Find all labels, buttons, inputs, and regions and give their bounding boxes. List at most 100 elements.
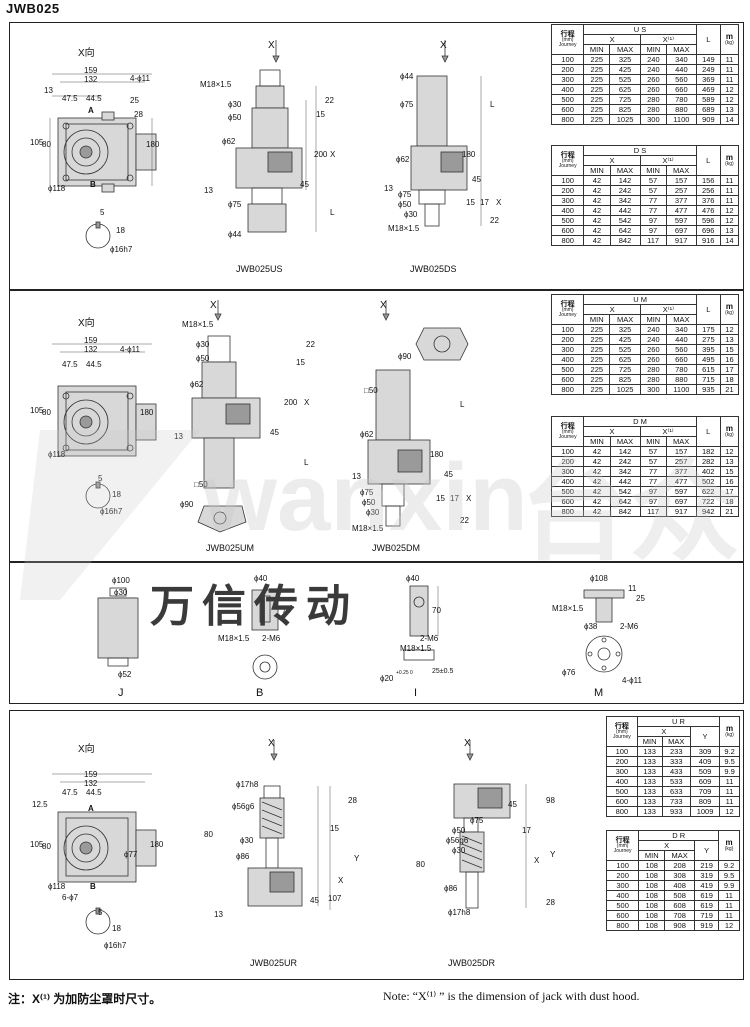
table-cell: 240 <box>639 64 667 75</box>
dim-phi118-r: ϕ118 <box>48 882 66 891</box>
dim-m18-i: M18×1.5 <box>400 644 432 653</box>
table-cell: 340 <box>665 324 697 335</box>
dim-phi50-us: ϕ50 <box>228 113 242 122</box>
dim-phi118-m: ϕ118 <box>48 450 66 459</box>
table-cell: 97 <box>639 486 667 497</box>
table-cell: 175 <box>695 324 721 335</box>
dim-11-m: 11 <box>628 584 637 593</box>
table-cell: 500 <box>606 786 638 797</box>
table-cell: 257 <box>665 456 697 467</box>
table-cell: 395 <box>695 344 721 355</box>
dim-18: 18 <box>116 226 125 235</box>
table-cell: 615 <box>695 364 721 375</box>
table-cell: 280 <box>639 104 667 115</box>
table-cell: 11 <box>719 54 740 65</box>
caption-m: M <box>594 687 604 699</box>
header-stroke: 行程(mm)Journey <box>550 145 585 176</box>
header-l: L <box>695 145 721 176</box>
table-cell: 825 <box>609 104 641 115</box>
table-cell: 133 <box>636 796 663 807</box>
header-model: D M <box>583 416 697 427</box>
table-cell: 225 <box>583 364 611 375</box>
table-cell: 12 <box>719 84 740 95</box>
table-cell: 800 <box>605 920 640 931</box>
table-cell: 419 <box>694 880 720 891</box>
label-b-r: B <box>90 882 96 891</box>
dim-80-r: 80 <box>42 842 51 851</box>
table-cell: 715 <box>695 374 721 385</box>
label-a-r: A <box>88 804 94 813</box>
dim-x-um: X <box>304 398 310 407</box>
table-cell: 722 <box>695 496 721 507</box>
table-cell: 42 <box>583 506 611 517</box>
table-cell: 108 <box>638 860 666 871</box>
dim-132-m: 132 <box>84 345 98 354</box>
table-cell: 800 <box>606 806 638 817</box>
table-cell: 442 <box>609 205 641 216</box>
table-cell: 11 <box>718 890 740 901</box>
table-cell: 660 <box>665 354 697 365</box>
header-minmax: MAX <box>665 44 697 55</box>
table-cell: 942 <box>695 506 721 517</box>
table-cell: 97 <box>639 215 667 226</box>
table-cell: 11 <box>718 900 740 911</box>
table-cell: 476 <box>695 205 721 216</box>
table-cell: 325 <box>609 54 641 65</box>
table-cell: 477 <box>665 476 697 487</box>
table-cell: 200 <box>550 185 585 196</box>
table-cell: 589 <box>695 94 721 105</box>
table-cell: 97 <box>639 225 667 236</box>
dim-l-ds: L <box>490 100 495 109</box>
table-cell: 1025 <box>609 384 641 395</box>
dim-phi30-j: ϕ30 <box>114 588 128 597</box>
table-cell: 108 <box>638 920 666 931</box>
dim-45-dm: 45 <box>444 470 453 479</box>
dim-44-5-m: 44.5 <box>86 360 102 369</box>
table-cell: 16 <box>719 476 740 487</box>
table-cell: 117 <box>639 506 667 517</box>
header-l: L <box>695 24 721 55</box>
header-x1: X⁽¹⁾ <box>639 304 697 315</box>
dim-2m6-i: 2-M6 <box>420 634 439 643</box>
dim-m18-ds: M18×1.5 <box>388 224 420 233</box>
table-cell: 249 <box>695 64 721 75</box>
table-cell: 21 <box>719 506 740 517</box>
table-cell: 309 <box>689 746 721 757</box>
dim-200-us: 200 <box>314 150 328 159</box>
table-cell: 622 <box>695 486 721 497</box>
header-model: D R <box>638 830 720 841</box>
dim-phi108-m: ϕ108 <box>590 574 608 583</box>
dim-phi30-ds: ϕ30 <box>404 210 418 219</box>
header-x: X <box>583 426 641 437</box>
header-mass: m(kg) <box>718 830 740 861</box>
table-cell: 280 <box>639 374 667 385</box>
table-cell: 57 <box>639 185 667 196</box>
dim-phi75b-ds: ϕ75 <box>398 190 412 199</box>
caption-um: JWB025UM <box>206 543 255 553</box>
table-cell: 57 <box>639 456 667 467</box>
dim-phi86-dr: ϕ86 <box>444 884 458 893</box>
dim-25: 25 <box>130 96 139 105</box>
dim-15-us: 15 <box>316 110 325 119</box>
table-cell: 11 <box>719 195 740 206</box>
dim-y-dr: Y <box>550 850 556 859</box>
table-cell: 18 <box>719 496 740 507</box>
table-cell: 100 <box>550 175 585 186</box>
table-cell: 402 <box>695 466 721 477</box>
table-cell: 12 <box>719 205 740 216</box>
table-cell: 200 <box>550 334 585 345</box>
section-r <box>9 710 744 980</box>
dim-l-um: L <box>304 458 309 467</box>
